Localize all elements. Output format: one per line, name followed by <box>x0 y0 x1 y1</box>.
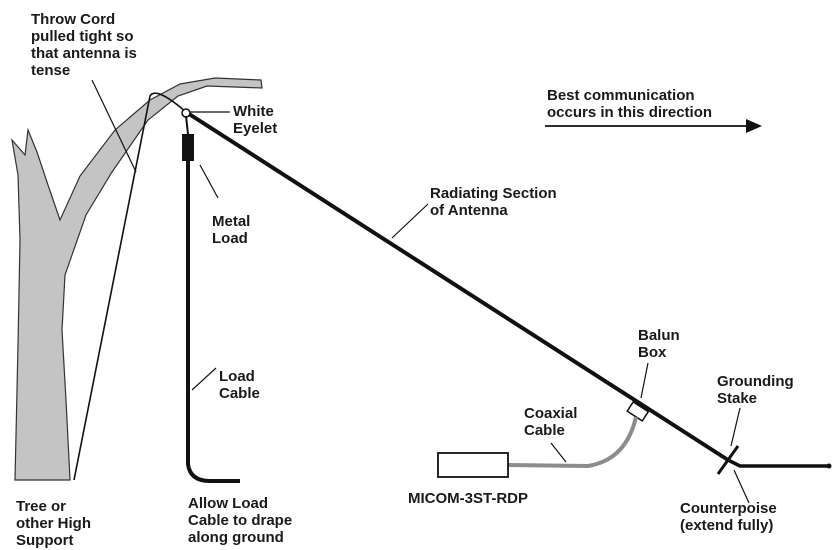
metal-load-label-line: Metal <box>212 213 250 230</box>
load-cable-label-line: Load <box>219 368 255 385</box>
load-cable <box>186 161 240 483</box>
counterpoise-label-line: (extend fully) <box>680 517 773 534</box>
balun-box-label-line: Box <box>638 344 667 361</box>
tree-label-line: other High <box>16 515 91 532</box>
coaxial-cable-label-line: Coaxial <box>524 405 577 422</box>
throw-cord <box>73 92 187 481</box>
white-eyelet-label-line: Eyelet <box>233 120 277 137</box>
throw-cord-leader <box>91 79 137 173</box>
balun-box-label-line: Balun <box>638 327 680 344</box>
throw-cord-label-line: pulled tight so <box>31 28 134 45</box>
balun-box <box>626 400 650 422</box>
load-cable-leader <box>191 367 217 391</box>
radiating-section-leader <box>391 203 429 239</box>
counterpoise-label-line: Counterpoise <box>680 500 777 517</box>
metal-load-label-line: Load <box>212 230 248 247</box>
throw-cord-label-line: that antenna is <box>31 45 137 62</box>
metal-load <box>182 134 194 161</box>
tree-label-line: Tree or <box>16 498 66 515</box>
metal-load-leader <box>199 164 219 199</box>
load-cable-label-line: Cable <box>219 385 260 402</box>
radiating-section-label-line: of Antenna <box>430 202 508 219</box>
white-eyelet <box>181 108 191 118</box>
drape-note-label-line: Allow Load <box>188 495 268 512</box>
counterpoise-label: Counterpoise(extend fully) <box>680 500 777 534</box>
white-eyelet-label-line: White <box>233 103 274 120</box>
grounding-stake-leader <box>730 407 741 447</box>
counterpoise <box>727 458 829 468</box>
load-connector <box>185 115 189 135</box>
balun-box-leader <box>640 362 649 399</box>
throw-cord-label-line: Throw Cord <box>31 11 115 28</box>
coaxial-cable <box>507 416 638 469</box>
grounding-stake-label-line: Stake <box>717 390 757 407</box>
coaxial-cable-leader <box>550 442 567 463</box>
radiating-section-label-line: Radiating Section <box>430 185 557 202</box>
radio-label: MICOM-3ST-RDP <box>408 490 528 507</box>
best-direction-label-line: occurs in this direction <box>547 104 712 121</box>
best-direction-label-line: Best communication <box>547 87 695 104</box>
radiating-section <box>184 110 730 462</box>
counterpoise-end <box>826 463 832 469</box>
direction-arrowhead <box>746 119 762 133</box>
throw-cord-label-line: tense <box>31 62 70 79</box>
tree-label-line: Support <box>16 532 74 549</box>
drape-note-label-line: Cable to drape <box>188 512 292 529</box>
coaxial-cable-label-line: Cable <box>524 422 565 439</box>
counterpoise-leader <box>733 469 750 504</box>
micom-radio <box>437 452 509 478</box>
radio-label-line: MICOM-3ST-RDP <box>408 490 528 507</box>
tree-trunk <box>11 77 263 481</box>
grounding-stake-label-line: Grounding <box>717 373 794 390</box>
drape-note-label-line: along ground <box>188 529 284 546</box>
